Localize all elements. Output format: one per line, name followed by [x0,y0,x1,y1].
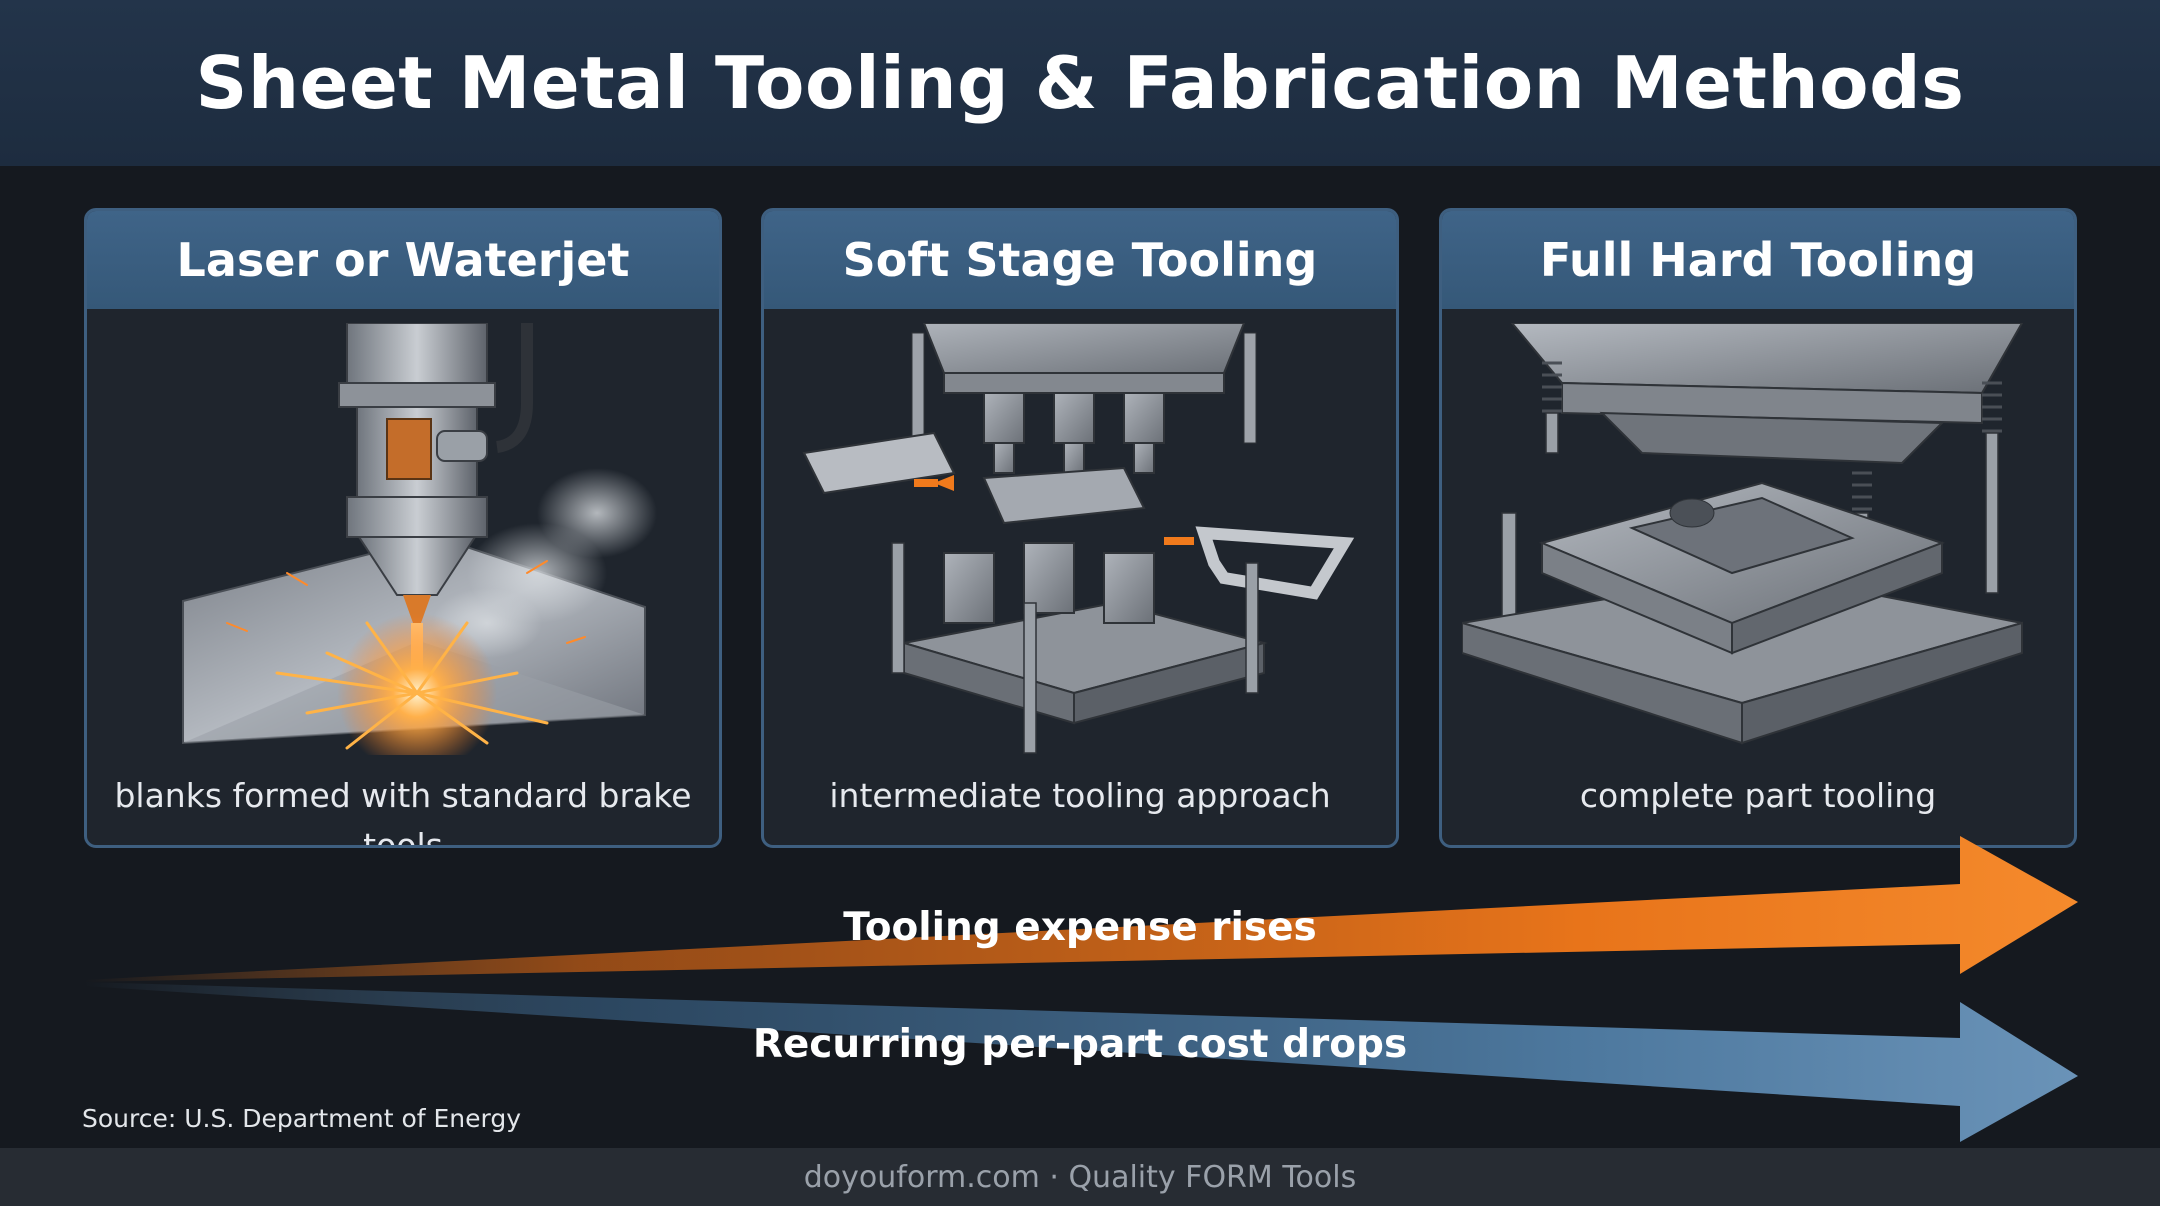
card-caption: complete part tooling [1579,776,1937,815]
card-caption: blanks formed with standard brake tools [114,776,692,848]
tooling-expense-arrow [84,836,2078,982]
card-caption: intermediate tooling approach [829,776,1331,815]
header-bar [0,0,2160,166]
card-full-hard-tooling: Full Hard Tooling complete part tooling [1439,208,2077,848]
card-heading: Soft Stage Tooling [764,211,1396,309]
footer-text: doyouform.com · Quality FORM Tools [803,1159,1357,1195]
arrow-label-tooling-expense: Tooling expense rises [843,905,1317,950]
footer-bar: doyouform.com · Quality FORM Tools [0,1148,2160,1206]
source-note: Source: U.S. Department of Energy [82,1104,522,1133]
page-title: Sheet Metal Tooling & Fabrication Method… [195,41,1965,125]
card-soft-stage-tooling: Soft Stage Tooling intermediate tooling … [761,208,1399,848]
arrow-label-per-part-cost: Recurring per-part cost drops [752,1022,1408,1067]
card-heading: Laser or Waterjet [87,211,719,309]
laser-cutter-icon [182,323,657,755]
cost-arrows [84,836,2078,1142]
card-heading: Full Hard Tooling [1442,211,2074,309]
stage-tool-icon [802,323,1355,754]
progressive-die-icon [1462,323,2024,745]
per-part-cost-arrow [84,982,2078,1142]
card-laser-waterjet: Laser or Waterjet [84,208,722,848]
